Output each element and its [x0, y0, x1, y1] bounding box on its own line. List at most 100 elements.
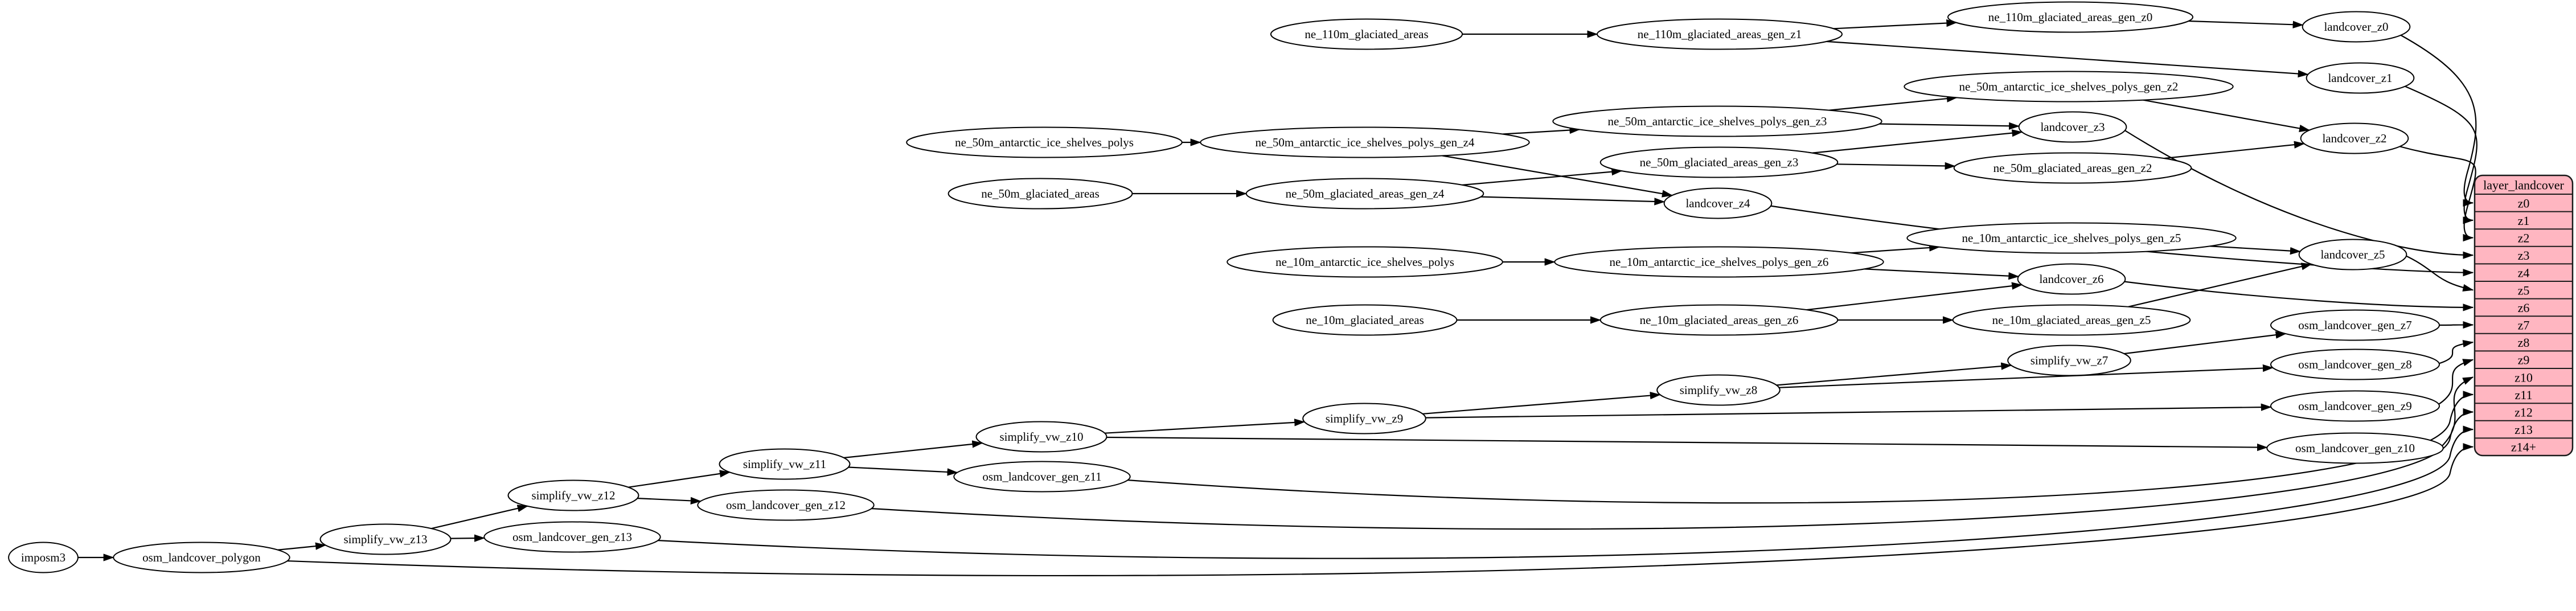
node-ellipse-simplify_vw_z7 — [2007, 345, 2131, 376]
edge-osm_landcover_gen_z8-to-row-z8 — [2435, 339, 2474, 366]
node-landcover_z3: landcover_z3 — [2018, 111, 2127, 143]
edge-simplify_vw_z10-to-simplify_vw_z9 — [1105, 419, 1306, 434]
node-osm_landcover_gen_z9: osm_landcover_gen_z9 — [2270, 390, 2440, 422]
node-label-imposm3: imposm3 — [21, 551, 65, 564]
edge-simplify_vw_z8-to-simplify_vw_z7 — [1776, 362, 2012, 386]
node-ne_50m_glaciated_areas_gen_z2: ne_50m_glaciated_areas_gen_z2 — [1953, 152, 2192, 184]
edge-landcover_z5-to-row-z5 — [2402, 254, 2474, 292]
node-label-osm_landcover_gen_z8: osm_landcover_gen_z8 — [2298, 358, 2411, 371]
node-ne_50m_antarctic_ice_shelves_polys_gen_z4: ne_50m_antarctic_ice_shelves_polys_gen_z… — [1200, 126, 1530, 158]
node-label-landcover_z2: landcover_z2 — [2322, 132, 2386, 145]
edge-ne_50m_glaciated_areas_gen_z4-to-landcover_z4 — [1480, 196, 1666, 206]
edge-ne_10m_antarctic_ice_shelves_polys_gen_z6-to-ne_10m_antarctic_ice_shelves_polys_gen_z5 — [1851, 244, 1941, 254]
edge-simplify_vw_z11-to-simplify_vw_z10 — [843, 440, 983, 458]
edge-ne_110m_glaciated_areas_gen_z1-to-landcover_z1 — [1826, 40, 2309, 78]
node-ellipse-osm_landcover_gen_z11 — [953, 461, 1131, 493]
node-label-osm_landcover_gen_z12: osm_landcover_gen_z12 — [726, 498, 846, 512]
node-label-ne_110m_glaciated_areas: ne_110m_glaciated_areas — [1305, 27, 1428, 41]
edge-simplify_vw_z13-to-osm_landcover_gen_z13 — [450, 534, 486, 542]
edge-landcover_z1-to-row-z1 — [2403, 85, 2477, 224]
node-label-osm_landcover_polygon: osm_landcover_polygon — [142, 551, 261, 564]
table-row-z2: z2 — [2518, 231, 2530, 245]
node-label-simplify_vw_z12: simplify_vw_z12 — [532, 489, 616, 502]
node-ellipse-ne_110m_glaciated_areas_gen_z1 — [1597, 18, 1843, 50]
node-simplify_vw_z12: simplify_vw_z12 — [507, 479, 639, 511]
node-ellipse-ne_50m_glaciated_areas — [947, 178, 1133, 210]
node-label-ne_50m_glaciated_areas_gen_z4: ne_50m_glaciated_areas_gen_z4 — [1286, 187, 1445, 200]
edge-landcover_z2-to-row-z2 — [2397, 145, 2476, 242]
node-label-ne_110m_glaciated_areas_gen_z1: ne_110m_glaciated_areas_gen_z1 — [1638, 27, 1802, 41]
edge-osm_landcover_gen_z13-to-row-z13 — [657, 425, 2474, 559]
table-row-z0: z0 — [2518, 196, 2530, 210]
node-ellipse-landcover_z1 — [2306, 62, 2415, 94]
node-ellipse-osm_landcover_gen_z13 — [483, 521, 661, 553]
node-ellipse-ne_50m_antarctic_ice_shelves_polys_gen_z3 — [1552, 105, 1882, 137]
edge-simplify_vw_z9-to-simplify_vw_z8 — [1422, 391, 1661, 415]
edge-osm_landcover_gen_z11-to-row-z11 — [1126, 391, 2474, 504]
node-ne_10m_glaciated_areas_gen_z5: ne_10m_glaciated_areas_gen_z5 — [1952, 304, 2191, 336]
edge-ne_50m_antarctic_ice_shelves_polys_gen_z4-to-landcover_z4 — [1442, 155, 1673, 198]
node-landcover_z6: landcover_z6 — [2017, 263, 2126, 295]
node-osm_landcover_polygon: osm_landcover_polygon — [113, 542, 290, 573]
node-osm_landcover_gen_z11: osm_landcover_gen_z11 — [953, 461, 1131, 493]
node-label-osm_landcover_gen_z7: osm_landcover_gen_z7 — [2298, 318, 2411, 332]
edge-ne_50m_antarctic_ice_shelves_polys_gen_z3-to-ne_50m_antarctic_ice_shelves_polys_gen_z2 — [1829, 95, 1958, 111]
node-simplify_vw_z7: simplify_vw_z7 — [2007, 345, 2131, 376]
edge-osm_landcover_polygon-to-simplify_vw_z13 — [277, 542, 327, 551]
node-ellipse-landcover_z6 — [2017, 263, 2126, 295]
node-label-landcover_z4: landcover_z4 — [1685, 196, 1750, 210]
edge-landcover_z4-to-row-z4 — [1768, 204, 2474, 277]
node-simplify_vw_z9: simplify_vw_z9 — [1302, 403, 1426, 434]
node-simplify_vw_z8: simplify_vw_z8 — [1656, 374, 1781, 406]
node-label-ne_10m_glaciated_areas_gen_z6: ne_10m_glaciated_areas_gen_z6 — [1640, 313, 1799, 327]
node-ne_10m_glaciated_areas: ne_10m_glaciated_areas — [1272, 304, 1458, 336]
node-label-simplify_vw_z10: simplify_vw_z10 — [1000, 430, 1084, 444]
table-row-z3: z3 — [2518, 248, 2530, 263]
table-row-z10: z10 — [2515, 370, 2533, 384]
table-row-z5: z5 — [2518, 283, 2530, 297]
node-label-simplify_vw_z7: simplify_vw_z7 — [2031, 354, 2109, 367]
node-simplify_vw_z13: simplify_vw_z13 — [319, 523, 452, 555]
node-label-ne_50m_glaciated_areas: ne_50m_glaciated_areas — [981, 187, 1100, 200]
node-simplify_vw_z10: simplify_vw_z10 — [975, 421, 1107, 453]
node-ellipse-ne_10m_glaciated_areas_gen_z6 — [1599, 304, 1839, 336]
node-ne_110m_glaciated_areas_gen_z1: ne_110m_glaciated_areas_gen_z1 — [1597, 18, 1843, 50]
edge-ne_10m_glaciated_areas_gen_z6-to-landcover_z6 — [1806, 282, 2023, 311]
edge-ne_10m_antarctic_ice_shelves_polys_gen_z6-to-landcover_z6 — [1864, 268, 2020, 280]
node-ne_50m_antarctic_ice_shelves_polys: ne_50m_antarctic_ice_shelves_polys — [906, 126, 1183, 158]
node-ne_110m_glaciated_areas_gen_z0: ne_110m_glaciated_areas_gen_z0 — [1947, 1, 2193, 33]
node-ellipse-osm_landcover_gen_z9 — [2270, 390, 2440, 422]
node-ellipse-osm_landcover_gen_z8 — [2270, 348, 2440, 380]
edge-ne_110m_glaciated_areas_gen_z1-to-ne_110m_glaciated_areas_gen_z0 — [1833, 19, 1958, 30]
node-ellipse-ne_50m_glaciated_areas_gen_z2 — [1953, 152, 2192, 184]
node-label-simplify_vw_z8: simplify_vw_z8 — [1680, 383, 1758, 397]
node-label-landcover_z0: landcover_z0 — [2324, 20, 2388, 34]
node-ellipse-osm_landcover_gen_z12 — [697, 489, 875, 521]
node-landcover_z1: landcover_z1 — [2306, 62, 2415, 94]
node-ellipse-ne_10m_glaciated_areas — [1272, 304, 1458, 336]
node-ellipse-ne_50m_glaciated_areas_gen_z3 — [1599, 146, 1839, 178]
edge-simplify_vw_z11-to-osm_landcover_gen_z11 — [848, 466, 958, 476]
node-label-osm_landcover_gen_z9: osm_landcover_gen_z9 — [2298, 399, 2411, 413]
edge-simplify_vw_z12-to-simplify_vw_z11 — [628, 470, 731, 488]
node-ellipse-ne_110m_glaciated_areas_gen_z0 — [1947, 1, 2193, 33]
node-ellipse-landcover_z5 — [2298, 239, 2407, 270]
node-ellipse-simplify_vw_z11 — [719, 448, 851, 480]
node-label-simplify_vw_z9: simplify_vw_z9 — [1326, 412, 1404, 425]
edge-simplify_vw_z7-to-osm_landcover_gen_z7 — [2124, 331, 2287, 355]
edge-ne_10m_glaciated_areas_gen_z5-to-landcover_z5 — [2128, 263, 2312, 307]
edge-ne_50m_glaciated_areas_gen_z3-to-landcover_z3 — [1812, 129, 2023, 154]
node-osm_landcover_gen_z10: osm_landcover_gen_z10 — [2266, 432, 2444, 464]
node-label-ne_50m_antarctic_ice_shelves_polys_gen_z3: ne_50m_antarctic_ice_shelves_polys_gen_z… — [1608, 114, 1827, 128]
table-row-z12: z12 — [2515, 405, 2533, 420]
node-osm_landcover_gen_z12: osm_landcover_gen_z12 — [697, 489, 875, 521]
table-row-z13: z13 — [2515, 423, 2533, 437]
node-label-ne_110m_glaciated_areas_gen_z0: ne_110m_glaciated_areas_gen_z0 — [1988, 10, 2152, 24]
node-ellipse-ne_10m_antarctic_ice_shelves_polys — [1227, 246, 1503, 278]
node-ellipse-ne_10m_antarctic_ice_shelves_polys_gen_z5 — [1906, 222, 2237, 254]
table-row-z9: z9 — [2518, 353, 2530, 367]
node-label-landcover_z6: landcover_z6 — [2039, 272, 2103, 286]
node-label-osm_landcover_gen_z10: osm_landcover_gen_z10 — [2295, 441, 2415, 455]
edge-ne_50m_antarctic_ice_shelves_polys_gen_z3-to-landcover_z3 — [1879, 122, 2020, 130]
nodes-layer: imposm3 osm_landcover_polygon simplify_vw_… — [8, 1, 2444, 573]
